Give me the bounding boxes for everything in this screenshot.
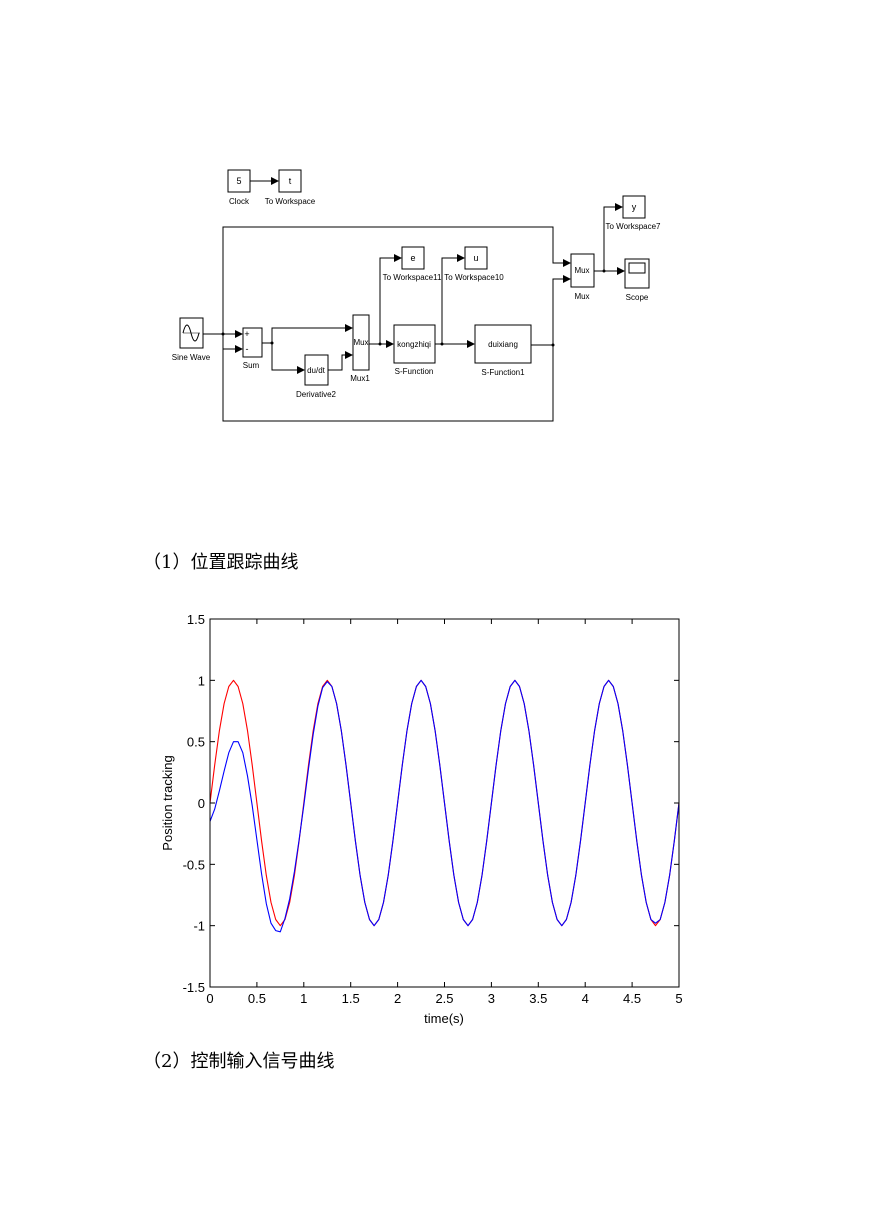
to-workspace7-content: y xyxy=(632,202,637,212)
sine-wave-label: Sine Wave xyxy=(172,353,211,362)
x-tick-label: 5 xyxy=(675,991,682,1006)
sfunction-content: kongzhiqi xyxy=(397,340,431,349)
x-tick-label: 1.5 xyxy=(342,991,360,1006)
caption-control-input: （2）控制输入信号曲线 xyxy=(143,1051,335,1072)
sum-block[interactable] xyxy=(242,327,263,358)
sfunction1-block[interactable] xyxy=(474,324,532,364)
sum-plus-sign: + xyxy=(244,329,249,339)
to-workspace11-content: e xyxy=(410,253,415,263)
clock-content: 5 xyxy=(236,176,241,186)
derivative-block[interactable] xyxy=(304,354,329,386)
x-tick-label: 3.5 xyxy=(529,991,547,1006)
mux1-content: Mux xyxy=(353,338,368,347)
to-workspace10-label: To Workspace10 xyxy=(444,273,504,282)
y-tick-label: -1 xyxy=(193,919,205,934)
x-tick-label: 2.5 xyxy=(435,991,453,1006)
to-workspace7-block[interactable] xyxy=(622,195,646,219)
to-workspace-label: To Workspace xyxy=(265,197,316,206)
x-tick-label: 4 xyxy=(582,991,589,1006)
mux-block[interactable] xyxy=(570,253,595,288)
sfunction1-label: S-Function1 xyxy=(481,368,525,377)
x-tick-label: 2 xyxy=(394,991,401,1006)
x-tick-label: 1 xyxy=(300,991,307,1006)
scope-label: Scope xyxy=(626,293,649,302)
clock-block[interactable] xyxy=(227,169,251,193)
mux-content: Mux xyxy=(574,266,589,275)
x-tick-label: 3 xyxy=(488,991,495,1006)
derivative-content: du/dt xyxy=(307,366,326,375)
x-tick-label: 0 xyxy=(206,991,213,1006)
sfunction-block[interactable] xyxy=(393,324,436,364)
x-tick-label: 0.5 xyxy=(248,991,266,1006)
sfunction1-content: duixiang xyxy=(488,340,518,349)
to-workspace7-label: To Workspace7 xyxy=(606,222,662,231)
mux1-block[interactable] xyxy=(352,314,370,371)
y-tick-label: 1.5 xyxy=(187,612,205,627)
to-workspace11-block[interactable] xyxy=(401,246,425,270)
clock-label: Clock xyxy=(229,197,250,206)
scope-screen-icon xyxy=(628,262,646,274)
x-axis-label: time(s) xyxy=(424,1011,464,1026)
to-workspace-content: t xyxy=(289,176,292,186)
to-workspace11-label: To Workspace11 xyxy=(383,273,442,282)
to-workspace10-content: u xyxy=(473,253,478,263)
series-line-1 xyxy=(209,679,680,933)
caption-position-tracking: （1）位置跟踪曲线 xyxy=(143,552,299,573)
to-workspace10-block[interactable] xyxy=(464,246,488,270)
y-tick-label: 0.5 xyxy=(187,735,205,750)
sum-minus-sign: - xyxy=(246,344,249,354)
y-tick-label: -1.5 xyxy=(183,980,205,995)
sfunction-label: S-Function xyxy=(395,367,434,376)
x-tick-label: 4.5 xyxy=(623,991,641,1006)
mux-label: Mux xyxy=(574,292,589,301)
y-tick-label: 0 xyxy=(198,796,205,811)
y-tick-label: 1 xyxy=(198,673,205,688)
derivative-label: Derivative2 xyxy=(296,390,337,399)
mux1-label: Mux1 xyxy=(350,374,370,383)
y-tick-label: -0.5 xyxy=(183,857,205,872)
sum-label: Sum xyxy=(243,361,260,370)
simulink-diagram: 5 t y e u + - du/dt Mux kongzhiqi duixia… xyxy=(172,169,662,422)
to-workspace-block[interactable] xyxy=(278,169,302,193)
y-axis-label: Position tracking xyxy=(160,755,175,850)
